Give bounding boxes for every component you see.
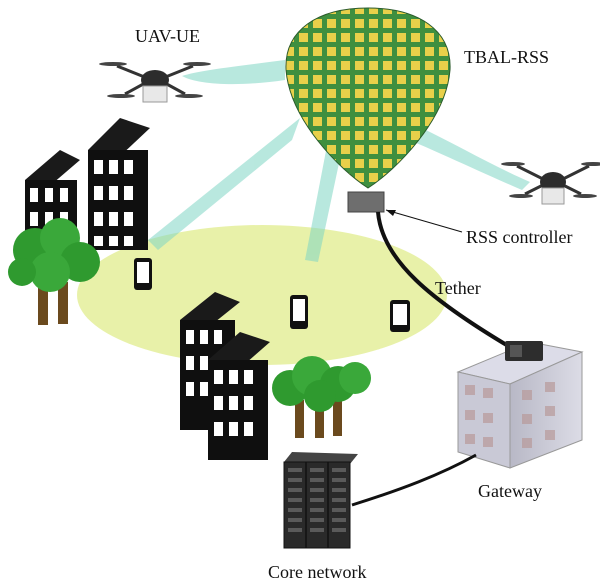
beam-uav-right [390, 118, 530, 190]
pointer-arrowhead [386, 210, 396, 216]
uav-icon [99, 62, 211, 103]
label-tether: Tether [435, 278, 481, 298]
tree-icon [8, 218, 100, 325]
smartphone-icon [134, 258, 152, 290]
label-gateway: Gateway [478, 481, 542, 501]
tree-icon [272, 356, 371, 438]
beam-uav-left [182, 60, 285, 85]
building-icon [180, 292, 270, 460]
balloon-icon [285, 7, 451, 189]
beam-phone-center [305, 130, 345, 262]
label-uav-ue: UAV-UE [135, 26, 200, 46]
backhaul-link [351, 453, 477, 507]
rss-controller-pointer [385, 209, 463, 233]
smartphone-icon [290, 295, 308, 329]
tether-line [376, 211, 517, 352]
rss-controller-box [347, 191, 385, 213]
gateway-building-icon [456, 341, 584, 469]
server-rack-icon [283, 452, 358, 549]
smartphone-icon [390, 300, 410, 332]
beam-phone-left [148, 118, 300, 250]
uav-icon [501, 162, 600, 205]
coverage-area [77, 225, 447, 365]
balloon-envelope [285, 7, 451, 189]
label-core-network: Core network [268, 562, 366, 582]
beam-group [148, 60, 530, 262]
label-rss-controller: RSS controller [466, 227, 573, 247]
label-tbal-rss: TBAL-RSS [464, 47, 549, 67]
